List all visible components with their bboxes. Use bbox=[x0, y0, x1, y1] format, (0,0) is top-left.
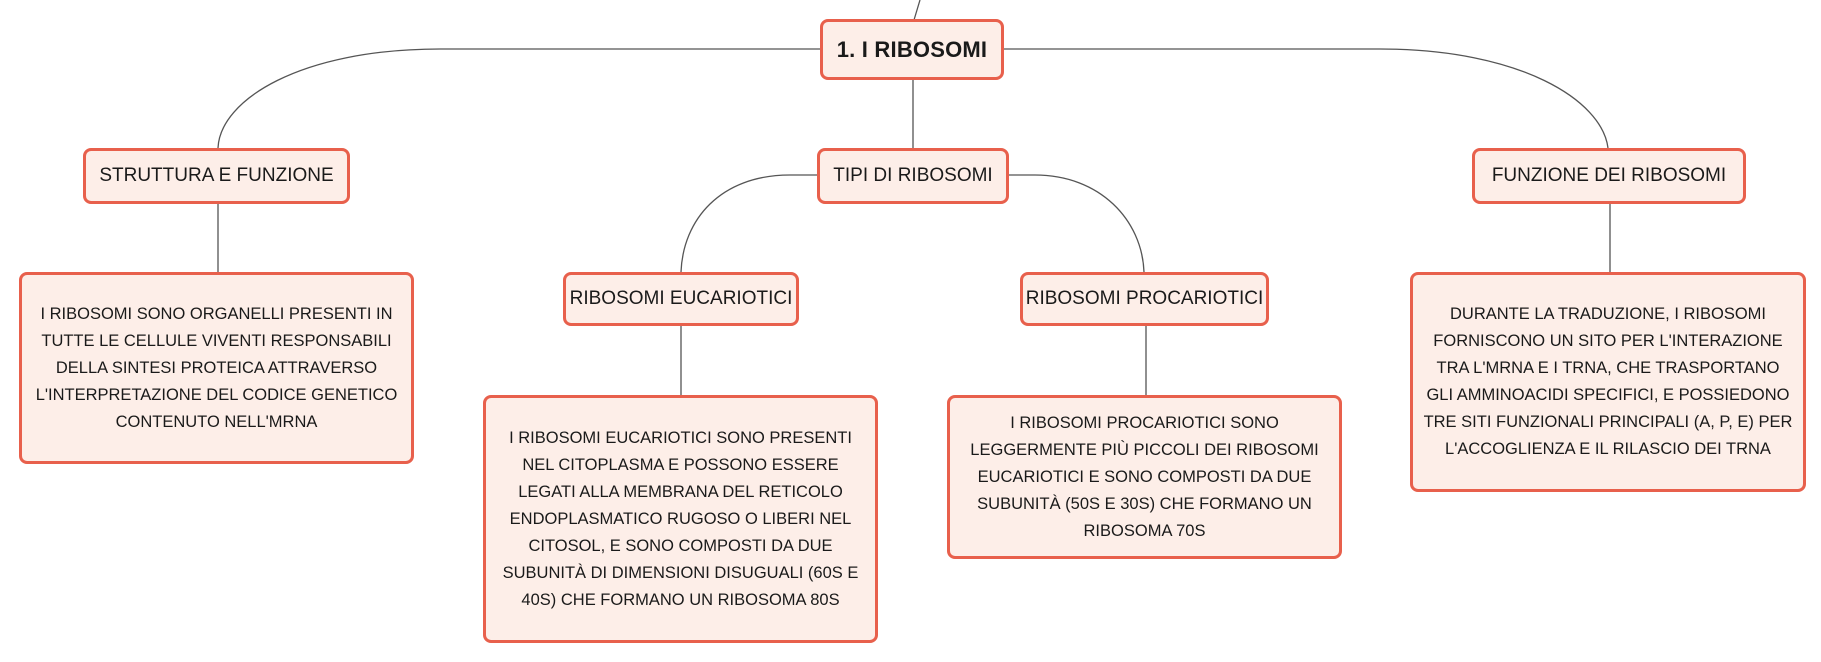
sub-label-eucariotici: RIBOSOMI EUCARIOTICI bbox=[569, 288, 793, 309]
detail-text-eucariotici: I RIBOSOMI EUCARIOTICI SONO PRESENTI NEL… bbox=[502, 428, 859, 609]
connector-tipi-eucariotici bbox=[680, 174, 817, 273]
sub-label-procariotici: RIBOSOMI PROCARIOTICI bbox=[1025, 288, 1264, 309]
detail-node-funzione[interactable]: DURANTE LA TRADUZIONE, I RIBOSOMI FORNIS… bbox=[1410, 272, 1806, 492]
detail-node-procariotici[interactable]: I RIBOSOMI PROCARIOTICI SONO LEGGERMENTE… bbox=[947, 395, 1342, 559]
detail-node-eucariotici[interactable]: I RIBOSOMI EUCARIOTICI SONO PRESENTI NEL… bbox=[483, 395, 878, 643]
detail-text-funzione: DURANTE LA TRADUZIONE, I RIBOSOMI FORNIS… bbox=[1423, 305, 1793, 458]
detail-text-struttura: I RIBOSOMI SONO ORGANELLI PRESENTI IN TU… bbox=[35, 304, 398, 431]
branch-label-struttura: STRUTTURA E FUNZIONE bbox=[99, 165, 334, 186]
branch-label-tipi: TIPI DI RIBOSOMI bbox=[833, 165, 993, 186]
branch-node-tipi[interactable]: TIPI DI RIBOSOMI bbox=[817, 148, 1009, 204]
branch-label-funzione: FUNZIONE DEI RIBOSOMI bbox=[1491, 165, 1727, 186]
branch-node-struttura[interactable]: STRUTTURA E FUNZIONE bbox=[83, 148, 350, 204]
detail-node-struttura[interactable]: I RIBOSOMI SONO ORGANELLI PRESENTI IN TU… bbox=[19, 272, 414, 464]
connector-root-funzione bbox=[1004, 48, 1609, 149]
root-node[interactable]: 1. I RIBOSOMI bbox=[820, 19, 1004, 80]
connector-root-incoming bbox=[913, 0, 921, 21]
detail-text-procariotici: I RIBOSOMI PROCARIOTICI SONO LEGGERMENTE… bbox=[970, 413, 1319, 540]
sub-node-eucariotici[interactable]: RIBOSOMI EUCARIOTICI bbox=[563, 272, 799, 326]
sub-node-procariotici[interactable]: RIBOSOMI PROCARIOTICI bbox=[1020, 272, 1269, 326]
connector-root-struttura bbox=[217, 48, 820, 149]
connector-tipi-procariotici bbox=[1009, 174, 1145, 273]
branch-node-funzione[interactable]: FUNZIONE DEI RIBOSOMI bbox=[1472, 148, 1746, 204]
root-label: 1. I RIBOSOMI bbox=[836, 36, 988, 62]
